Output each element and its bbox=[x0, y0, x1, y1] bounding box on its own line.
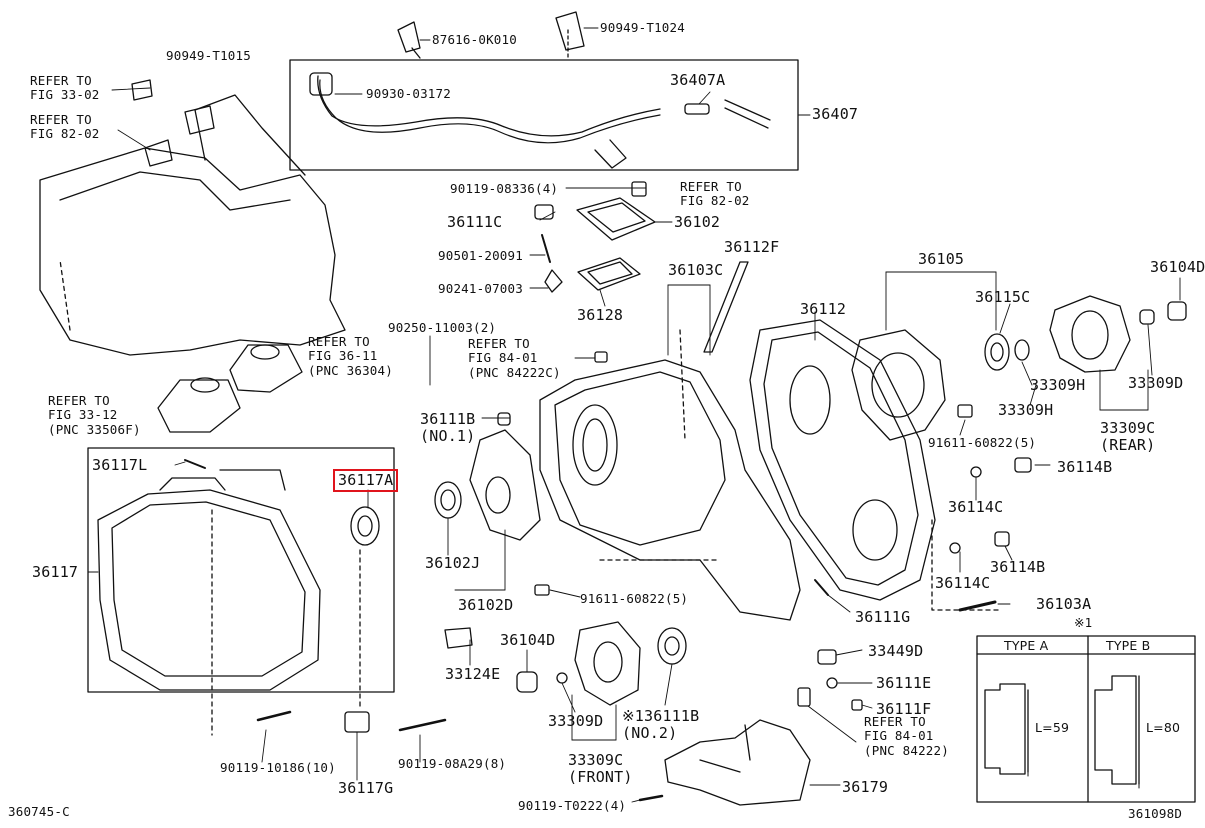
label-90119-10186[interactable]: 90119-10186(10) bbox=[220, 760, 336, 775]
label-36111b-no2[interactable]: ※136111B (NO.2) bbox=[622, 707, 700, 742]
transfer-case-main bbox=[434, 329, 829, 621]
label-90119-08a29[interactable]: 90119-08A29(8) bbox=[398, 756, 507, 771]
label-36407a[interactable]: 36407A bbox=[670, 71, 726, 89]
label-36117[interactable]: 36117 bbox=[32, 563, 79, 581]
label-36105[interactable]: 36105 bbox=[918, 250, 965, 268]
label-36112[interactable]: 36112 bbox=[800, 300, 847, 318]
note-mark-1: ※1 bbox=[1074, 615, 1093, 630]
label-33309c-rear[interactable]: 33309C (REAR) bbox=[1100, 419, 1156, 454]
label-90949-t1024[interactable]: 90949-T1024 bbox=[600, 20, 685, 35]
label-87616-0k010[interactable]: 87616-0K010 bbox=[432, 32, 517, 47]
label-36117l[interactable]: 36117L bbox=[92, 456, 148, 474]
label-91611-60822-right[interactable]: 91611-60822(5) bbox=[928, 435, 1037, 450]
label-36128[interactable]: 36128 bbox=[577, 306, 624, 324]
refer-fig-82-02-left[interactable]: REFER TO FIG 82-02 bbox=[30, 112, 100, 142]
label-90119-t0222[interactable]: 90119-T0222(4) bbox=[518, 798, 627, 813]
top-clips bbox=[131, 11, 585, 167]
label-36112f[interactable]: 36112F bbox=[724, 238, 780, 256]
label-90501-20091[interactable]: 90501-20091 bbox=[438, 248, 523, 263]
label-36104d-top[interactable]: 36104D bbox=[1150, 258, 1205, 276]
label-36179[interactable]: 36179 bbox=[842, 778, 889, 796]
refer-fig-84-01-top[interactable]: REFER TO FIG 84-01 (PNC 84222C) bbox=[468, 336, 561, 380]
label-90119-08336[interactable]: 90119-08336(4) bbox=[450, 181, 559, 196]
type-a-header: TYPE A bbox=[1004, 638, 1049, 653]
label-33309d-bottom[interactable]: 33309D bbox=[548, 712, 604, 730]
label-33449d[interactable]: 33449D bbox=[868, 642, 924, 660]
label-36407[interactable]: 36407 bbox=[812, 105, 859, 123]
refer-fig-33-02[interactable]: REFER TO FIG 33-02 bbox=[30, 73, 100, 103]
pto-covers bbox=[157, 344, 303, 433]
label-36104d-bottom[interactable]: 36104D bbox=[500, 631, 556, 649]
label-36111f[interactable]: 36111F bbox=[876, 700, 932, 718]
label-36103c[interactable]: 36103C bbox=[668, 261, 724, 279]
label-36111e[interactable]: 36111E bbox=[876, 674, 932, 692]
illustration-code-right: 361098D bbox=[1128, 806, 1183, 821]
illustration-code-left: 360745-C bbox=[8, 804, 70, 819]
label-36114b-b[interactable]: 36114B bbox=[990, 558, 1046, 576]
label-36102j[interactable]: 36102J bbox=[425, 554, 481, 572]
label-90949-t1015[interactable]: 90949-T1015 bbox=[166, 48, 251, 63]
label-33309d-top[interactable]: 33309D bbox=[1128, 374, 1184, 392]
label-36111c[interactable]: 36111C bbox=[447, 213, 503, 231]
label-36115c[interactable]: 36115C bbox=[975, 288, 1031, 306]
front-output-parts bbox=[516, 621, 863, 711]
label-36102[interactable]: 36102 bbox=[674, 213, 721, 231]
label-36111b-no1[interactable]: 36111B (NO.1) bbox=[420, 410, 476, 445]
bushing-type-table bbox=[976, 635, 1196, 803]
refer-fig-82-02-right[interactable]: REFER TO FIG 82-02 bbox=[680, 179, 750, 209]
transmission-housing-sketch bbox=[39, 94, 346, 356]
label-33124e[interactable]: 33124E bbox=[445, 665, 501, 683]
label-90930-03172[interactable]: 90930-03172 bbox=[366, 86, 451, 101]
leader-lines bbox=[87, 27, 1181, 803]
label-36111g[interactable]: 36111G bbox=[855, 608, 911, 626]
label-33309c-front[interactable]: 33309C (FRONT) bbox=[568, 751, 633, 786]
refer-fig-84-01-bottom[interactable]: REFER TO FIG 84-01 (PNC 84222) bbox=[864, 714, 949, 758]
refer-fig-36-11[interactable]: REFER TO FIG 36-11 (PNC 36304) bbox=[308, 334, 393, 378]
label-36114c-a[interactable]: 36114C bbox=[948, 498, 1004, 516]
type-b-header: TYPE B bbox=[1106, 638, 1151, 653]
transfer-case-front bbox=[87, 447, 473, 736]
label-90250-11003[interactable]: 90250-11003(2) bbox=[388, 320, 497, 335]
label-36117g[interactable]: 36117G bbox=[338, 779, 394, 797]
label-36103a[interactable]: 36103A bbox=[1036, 595, 1092, 613]
label-91611-60822-left[interactable]: 91611-60822(5) bbox=[580, 591, 689, 606]
label-36102d[interactable]: 36102D bbox=[458, 596, 514, 614]
type-a-length: L=59 bbox=[1035, 720, 1070, 735]
label-33309h-b[interactable]: 33309H bbox=[998, 401, 1054, 419]
label-36117a-highlighted[interactable]: 36117A bbox=[332, 469, 399, 492]
label-36114b-a[interactable]: 36114B bbox=[1057, 458, 1113, 476]
type-b-length: L=80 bbox=[1146, 720, 1181, 735]
label-33309h-a[interactable]: 33309H bbox=[1030, 376, 1086, 394]
rear-case-and-extension bbox=[749, 295, 1187, 612]
refer-fig-33-12[interactable]: REFER TO FIG 33-12 (PNC 33506F) bbox=[48, 393, 141, 437]
label-36114c-b[interactable]: 36114C bbox=[935, 574, 991, 592]
skid-bracket bbox=[638, 719, 811, 806]
label-90241-07003[interactable]: 90241-07003 bbox=[438, 281, 523, 296]
